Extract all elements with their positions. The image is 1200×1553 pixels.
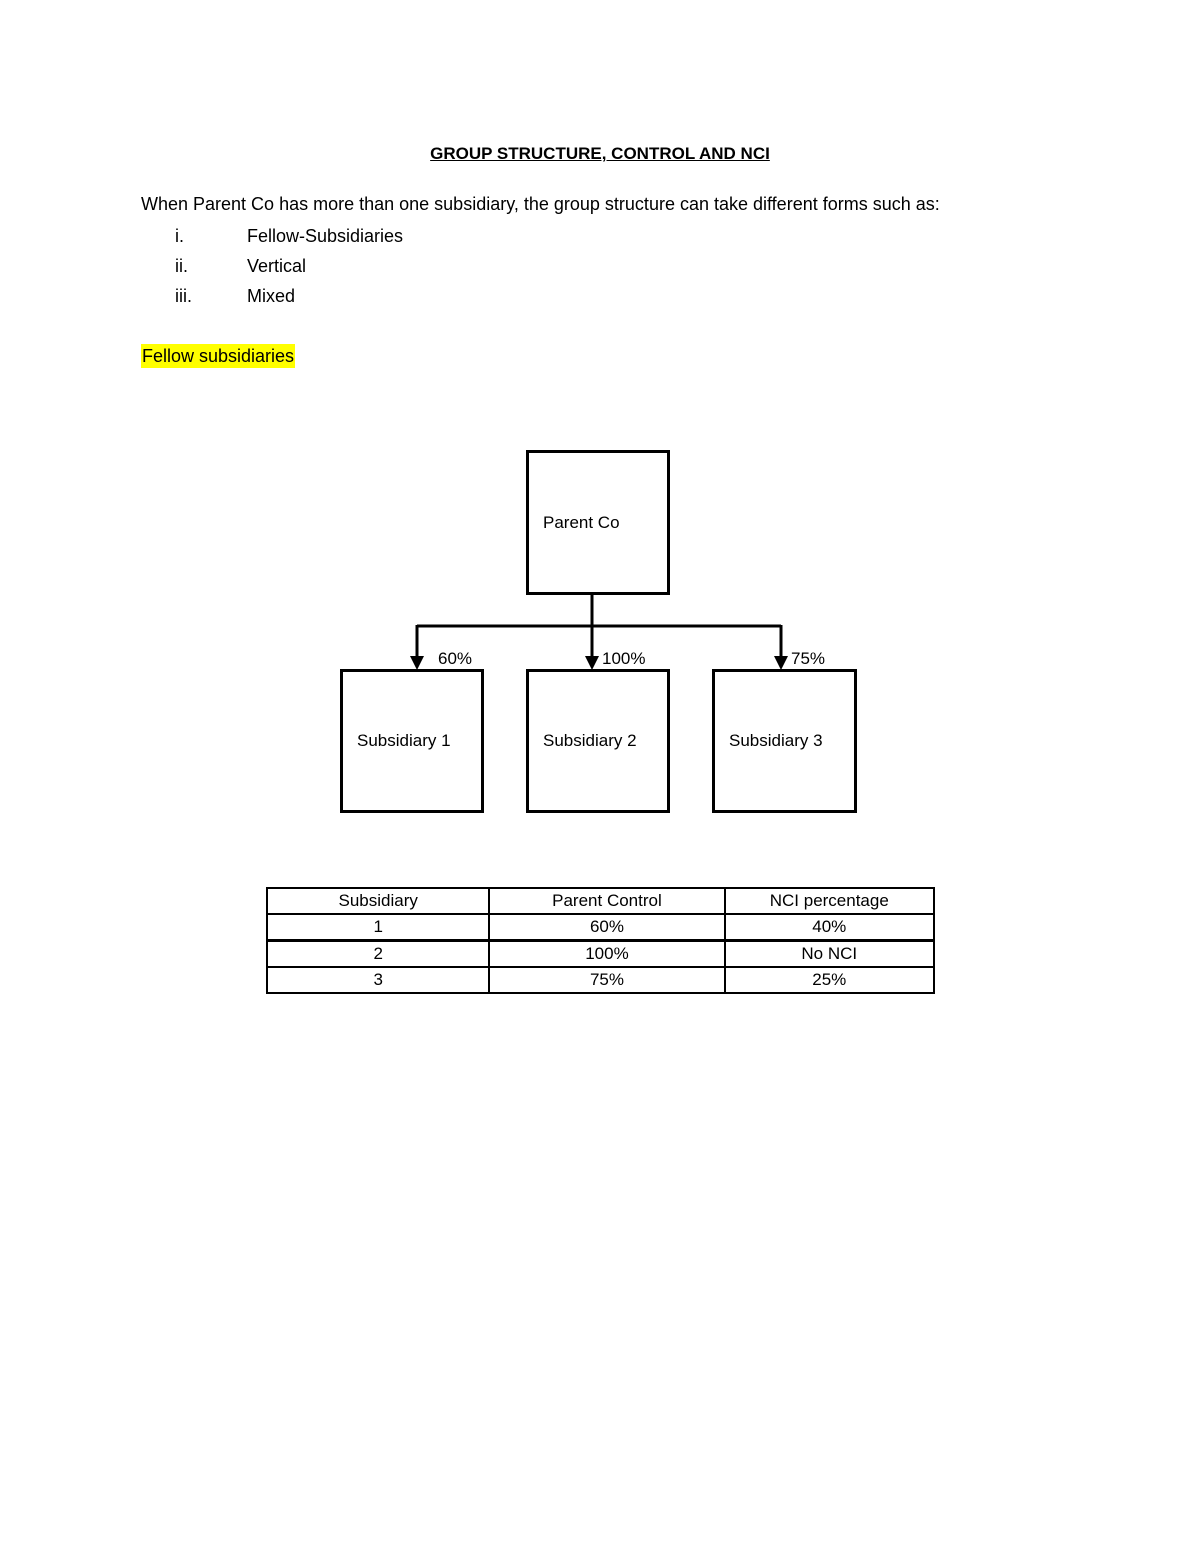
table-cell: 2 [265,939,491,968]
control-nci-table: Subsidiary Parent Control NCI percentage… [265,887,936,994]
arrow-down-icon [410,656,424,670]
list-number: ii. [175,256,188,276]
subsidiary-label: Subsidiary 1 [357,731,451,750]
table-cell: 75% [488,966,726,994]
subsidiary-1-box: Subsidiary 1 [340,669,484,813]
table-cell: 3 [265,966,491,994]
list-item: iii. Mixed [175,284,403,314]
section-heading-highlighted: Fellow subsidiaries [141,344,296,368]
subsidiary-3-box: Subsidiary 3 [712,669,857,813]
table-header-row: Subsidiary Parent Control NCI percentage [265,887,936,915]
parent-co-label: Parent Co [543,512,620,532]
table-cell: 100% [488,939,726,968]
arrow-down-icon [774,656,788,670]
arrow-down-icon [585,656,599,670]
table-header: NCI percentage [723,887,936,915]
structure-forms-list: i. Fellow-Subsidiaries ii. Vertical iii. Mi… [175,224,403,314]
list-label: Mixed [247,286,296,306]
table-row: 2 100% No NCI [265,939,936,968]
subsidiary-label: Subsidiary 3 [729,731,823,750]
page-title: GROUP STRUCTURE, CONTROL AND NCI [430,144,770,163]
subsidiary-label: Subsidiary 2 [543,731,637,750]
list-label: Vertical [247,256,307,276]
list-number: iii. [175,286,192,306]
table-row: 1 60% 40% [265,913,936,942]
list-number: i. [175,226,184,246]
table-cell: 40% [723,913,936,942]
list-label: Fellow-Subsidiaries [247,226,404,246]
table-row: 3 75% 25% [265,966,936,994]
table-header: Parent Control [488,887,726,915]
table-cell: 1 [265,913,491,942]
list-item: ii. Vertical [175,254,403,284]
table-cell: 60% [488,913,726,942]
table-cell: 25% [723,966,936,994]
list-item: i. Fellow-Subsidiaries [175,224,403,254]
table-cell: No NCI [723,939,936,968]
ownership-pct-1: 60% [438,649,473,668]
table-header: Subsidiary [265,887,491,915]
intro-paragraph: When Parent Co has more than one subsidi… [141,194,940,214]
parent-co-box: Parent Co [526,450,670,595]
ownership-pct-2: 100% [602,649,646,668]
ownership-pct-3: 75% [791,649,826,668]
subsidiary-2-box: Subsidiary 2 [526,669,670,813]
